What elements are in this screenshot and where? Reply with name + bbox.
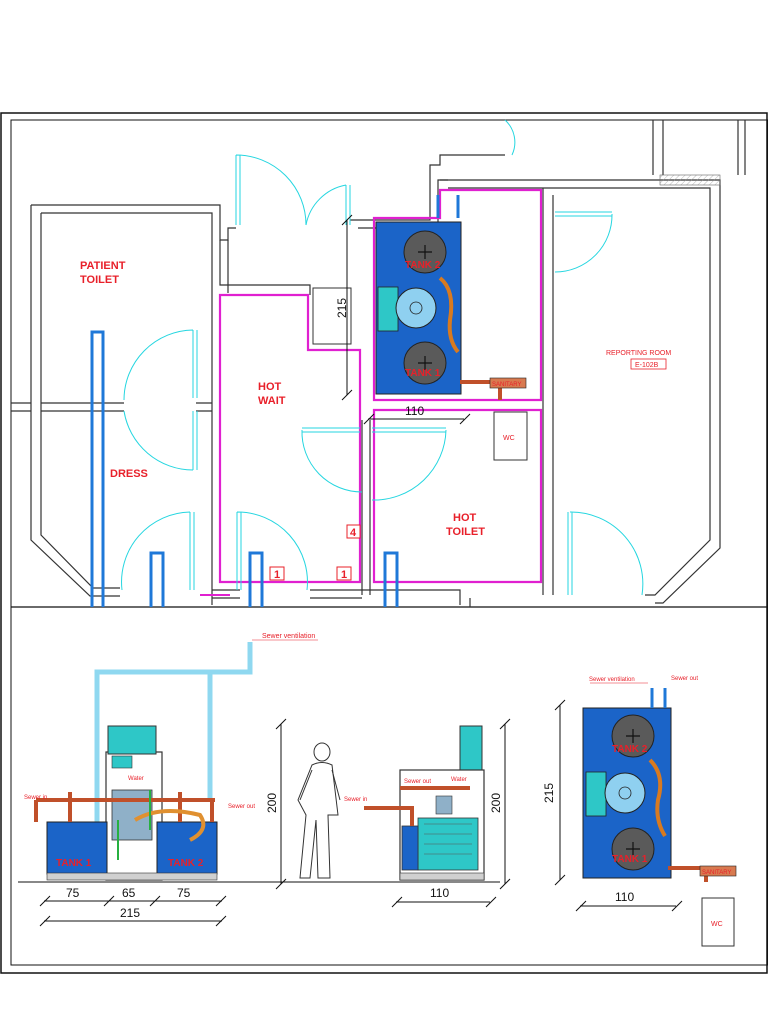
side-dim-110: 110 [430, 886, 449, 900]
side-dim-200: 200 [489, 793, 503, 813]
detail-sewer-ventilation-label: Sewer ventilation [589, 677, 635, 683]
detail-tank-top-label: TANK 2 [612, 744, 648, 755]
room-hot-toilet-line1: HOT [453, 512, 477, 524]
front-tank-1 [46, 821, 108, 875]
detail-dim-215: 215 [542, 783, 556, 803]
front-dim-200: 200 [265, 793, 279, 813]
blue-pipes [90, 330, 399, 607]
room-reporting-room: REPORTING ROOM [606, 350, 671, 357]
plan-dim-215: 215 [335, 298, 349, 318]
front-sewer-out-label: Sewer out [228, 804, 255, 810]
room-hot-wait-line2: WAIT [258, 395, 286, 407]
front-dim-65: 65 [122, 886, 136, 900]
front-tank-1-label: TANK 1 [56, 858, 92, 869]
plan-wc-label: WC [503, 435, 515, 442]
human-figure [297, 742, 341, 879]
room-hot-wait-line1: HOT [258, 381, 282, 393]
detail-sewer-out-label: Sewer out [671, 676, 698, 682]
front-dim-75b: 75 [177, 886, 191, 900]
plan-sanitary-label: SANITARY [492, 382, 521, 388]
room-patient-toilet-line1: PATIENT [80, 260, 126, 272]
floor-plan: TANK 2 TANK 1 SANITARY WC 215 110 PATIEN… [11, 119, 746, 607]
detail-wc-label: WC [711, 921, 723, 928]
side-sewer-out-label: Sewer out [404, 779, 431, 785]
plan-dim-110: 110 [405, 404, 424, 418]
plan-dimensions: 215 110 [335, 214, 471, 425]
inner-frame [10, 119, 768, 966]
marker-1a: 1 [274, 569, 280, 581]
front-tank-2 [156, 821, 218, 875]
front-elevation: Sewer ventilation TANK 1 TANK 2 Sewer in… [18, 633, 500, 927]
room-dress: DRESS [110, 468, 148, 480]
detail-tank-bottom-label: TANK 1 [612, 854, 648, 865]
side-sewer-in-label: Sewer in [344, 797, 367, 803]
outer-frame [0, 112, 768, 974]
plan-detail: TANK 2 TANK 1 Sewer ventilation Sewer ou… [542, 676, 737, 947]
marker-1b: 1 [341, 569, 347, 581]
plan-tank-bottom-label: TANK 1 [405, 368, 441, 379]
room-patient-toilet-line2: TOILET [80, 274, 119, 286]
front-sewer-in-label: Sewer in [24, 795, 47, 801]
marker-4: 4 [350, 527, 357, 539]
detail-sanitary-label: SANITARY [702, 870, 731, 876]
doors [121, 119, 644, 596]
plan-tank-top-label: TANK 2 [405, 260, 441, 271]
side-water-label: Water [451, 777, 467, 783]
front-dim-215: 215 [120, 906, 140, 920]
room-outlines [200, 188, 543, 596]
room-hot-toilet-line2: TOILET [446, 526, 485, 538]
front-water-label: Water [128, 776, 144, 782]
shaft [312, 287, 352, 345]
detail-dim-110: 110 [615, 890, 634, 904]
side-elevation: Sewer in Sewer out Water 200 110 [344, 718, 511, 908]
plan-unit: TANK 2 TANK 1 SANITARY WC [375, 195, 528, 461]
room-reporting-room-code: E-102B [635, 362, 659, 369]
walls [11, 120, 746, 607]
front-tank-2-label: TANK 2 [168, 858, 204, 869]
front-sewer-ventilation-label: Sewer ventilation [262, 633, 315, 640]
front-dim-75a: 75 [66, 886, 80, 900]
